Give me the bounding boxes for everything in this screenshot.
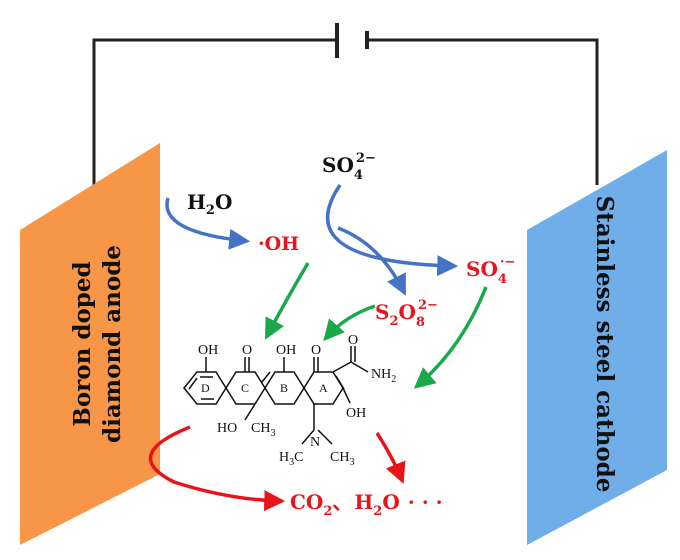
cathode-electrode bbox=[527, 150, 667, 545]
svg-text:NH2: NH2 bbox=[371, 367, 396, 385]
battery-symbol bbox=[335, 23, 369, 58]
svg-text:OH: OH bbox=[198, 343, 218, 358]
arrow-anode-to-co2 bbox=[148, 425, 286, 512]
svg-text:OH: OH bbox=[276, 343, 296, 358]
svg-text:O: O bbox=[348, 333, 358, 348]
anode-electrode bbox=[20, 143, 160, 545]
cathode-label: Stainless steel cathode bbox=[591, 196, 618, 493]
arrow-sulfate-to-persulfate bbox=[337, 226, 406, 296]
sulfate-radical-label: SO4·− bbox=[466, 255, 515, 287]
arrow-molecule-to-h2o bbox=[375, 432, 406, 484]
svg-text:HO: HO bbox=[217, 421, 237, 436]
h2o-label: H2O bbox=[187, 190, 232, 218]
products-label: CO2、H2O· · · bbox=[290, 490, 443, 519]
svg-text:B: B bbox=[280, 381, 288, 395]
svg-text:CH3: CH3 bbox=[330, 450, 354, 468]
svg-text:A: A bbox=[319, 381, 328, 395]
molecule-labels: OH O OH O O NH2 OH HO CH3 N H3C CH3 D C … bbox=[198, 333, 396, 468]
persulfate-label: S2O82− bbox=[375, 298, 438, 330]
arrow-radical-to-molecule bbox=[413, 286, 488, 389]
tetracycline-structure bbox=[183, 346, 369, 445]
svg-text:OH: OH bbox=[346, 406, 366, 421]
svg-text:C: C bbox=[241, 381, 249, 395]
svg-text:H3C: H3C bbox=[279, 450, 303, 468]
arrow-h2o-to-oh bbox=[165, 197, 251, 250]
anode-label-line2: diamond anode bbox=[99, 245, 126, 443]
svg-text:O: O bbox=[242, 343, 252, 358]
arrow-sulfate-to-radical bbox=[326, 184, 459, 277]
circuit-wire bbox=[92, 38, 599, 185]
arrow-oh-to-molecule bbox=[265, 262, 310, 340]
hydroxyl-radical-label: ·OH bbox=[258, 233, 299, 255]
arrow-persulfate-to-molecule bbox=[323, 304, 376, 342]
svg-text:CH3: CH3 bbox=[251, 421, 275, 439]
svg-text:N: N bbox=[310, 435, 320, 450]
svg-text:D: D bbox=[201, 381, 210, 395]
anode-label-line1: Boron doped bbox=[69, 261, 96, 426]
svg-text:O: O bbox=[311, 343, 321, 358]
sulfate-label: SO42− bbox=[322, 151, 376, 183]
